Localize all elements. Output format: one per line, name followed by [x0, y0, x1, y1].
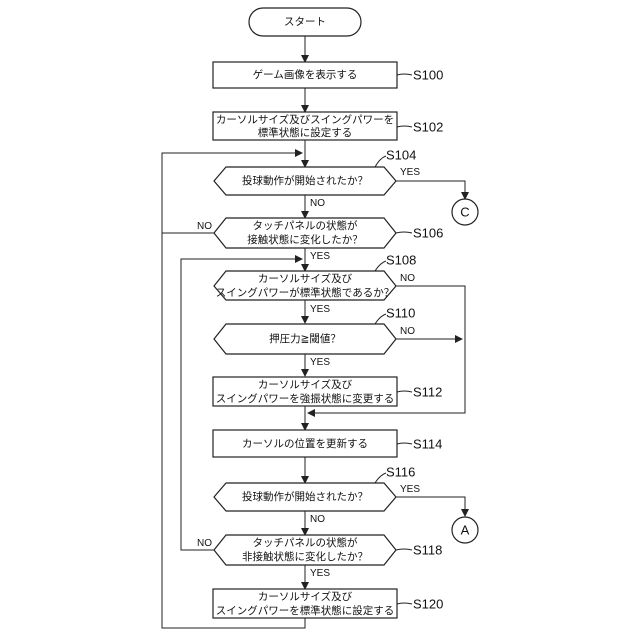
decision-s110-leader [375, 314, 386, 324]
step-s102-leader [397, 126, 412, 127]
step-s120-leader [397, 603, 412, 604]
decision-s118-yes: YES [310, 568, 330, 579]
decision-s118-text-1: タッチパネルの状態が [253, 536, 358, 549]
decision-s118-text-2: 非接触状態に変化したか？ [242, 550, 368, 563]
step-s112-text-2: スイングパワーを強振状態に変更する [216, 392, 395, 405]
decision-s116-text: 投球動作が開始されたか？ [242, 490, 368, 503]
decision-s110-id: S110 [386, 306, 415, 321]
step-s100-id: S100 [413, 68, 443, 83]
step-s120: カーソルサイズ及び スイングパワーを標準状態に設定する S120 [213, 589, 443, 618]
decision-s118-id: S118 [413, 543, 442, 558]
decision-s118-no: NO [197, 538, 212, 549]
step-s102-text-1: カーソルサイズ及びスイングパワーを [216, 113, 394, 126]
decision-s106-yes: YES [310, 251, 330, 262]
connector-a: A [452, 517, 478, 543]
step-s120-text-1: カーソルサイズ及び [258, 590, 353, 603]
decision-s108-no: NO [400, 273, 415, 284]
start-label: スタート [284, 16, 326, 28]
connector-a-label: A [461, 523, 470, 538]
step-s114-leader [397, 443, 412, 444]
step-s100-leader [397, 74, 412, 75]
step-s120-id: S120 [413, 597, 443, 612]
step-s114: カーソルの位置を更新する S114 [213, 430, 442, 457]
step-s102: カーソルサイズ及びスイングパワーを 標準状態に設定する S102 [213, 112, 443, 140]
decision-s108-yes: YES [310, 304, 330, 315]
decision-s116-leader [375, 473, 386, 483]
decision-s104-yes: YES [400, 167, 420, 178]
decision-s106-leader [396, 232, 412, 233]
decision-s116-no: NO [310, 514, 325, 525]
decision-s110-no: NO [400, 326, 415, 337]
step-s100-text: ゲーム画像を表示する [253, 68, 358, 81]
decision-s108-leader [375, 261, 386, 271]
connector-c: C [452, 199, 478, 225]
step-s112-text-1: カーソルサイズ及び [258, 378, 353, 391]
decision-s110-yes: YES [310, 357, 330, 368]
decision-s106-text-2: 接触状態に変化したか？ [247, 233, 363, 246]
decision-s108-id: S108 [386, 253, 416, 268]
connector-c-label: C [460, 205, 469, 220]
decision-s104-no: NO [310, 198, 325, 209]
decision-s118-leader [396, 549, 412, 550]
decision-s104-leader [375, 156, 386, 167]
step-s112-leader [397, 391, 412, 392]
step-s102-id: S102 [413, 120, 443, 135]
decision-s104-text: 投球動作が開始されたか？ [242, 174, 368, 187]
step-s114-text: カーソルの位置を更新する [242, 437, 368, 450]
decision-s106-text-1: タッチパネルの状態が [253, 219, 358, 232]
decision-s116-yes: YES [400, 484, 420, 495]
step-s114-id: S114 [413, 437, 442, 452]
step-s120-text-2: スイングパワーを標準状態に設定する [216, 604, 395, 617]
decision-s110-text: 押圧力≧閾値？ [269, 332, 341, 345]
arrow-s116-yes-a [396, 497, 465, 516]
decision-s116: 投球動作が開始されたか？ S116 YES NO [214, 465, 420, 526]
arrow-s104-yes-c [396, 181, 465, 199]
step-s112: カーソルサイズ及び スイングパワーを強振状態に変更する S112 [213, 377, 442, 406]
decision-s116-id: S116 [386, 465, 415, 480]
decision-s108-text-1: カーソルサイズ及び [258, 272, 353, 285]
decision-s106-no: NO [197, 221, 212, 232]
decision-s106-id: S106 [413, 226, 443, 241]
step-s100: ゲーム画像を表示する S100 [213, 62, 443, 88]
step-s102-text-2: 標準状態に設定する [258, 126, 353, 139]
decision-s108-text-2: スイングパワーが標準状態であるか？ [216, 286, 394, 299]
decision-s118: タッチパネルの状態が 非接触状態に変化したか？ S118 NO YES [197, 535, 442, 579]
step-s112-id: S112 [413, 385, 442, 400]
start-terminal: スタート [249, 8, 361, 36]
decision-s104: 投球動作が開始されたか？ S104 YES NO [214, 148, 420, 210]
decision-s104-id: S104 [386, 148, 416, 163]
